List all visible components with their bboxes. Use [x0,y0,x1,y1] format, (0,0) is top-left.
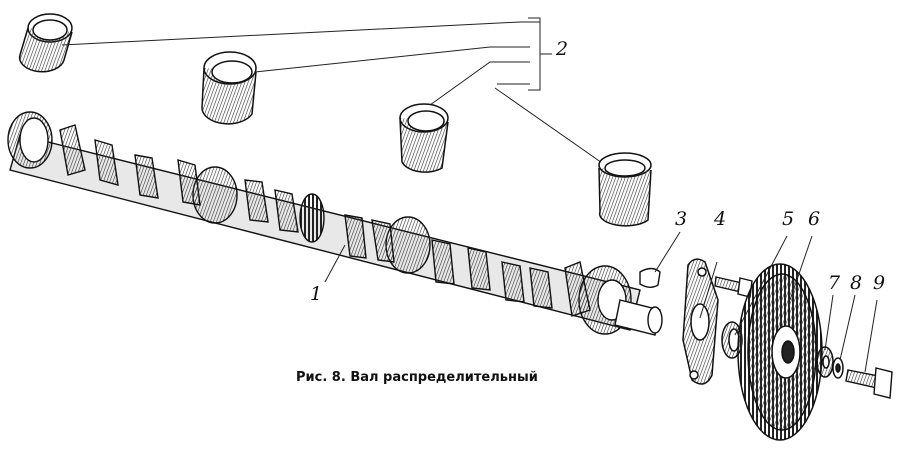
washer-8 [832,357,844,379]
callout-3: 3 [675,208,688,230]
callout-4: 4 [714,208,727,230]
flange-bolt [714,276,753,298]
key [639,267,661,288]
bushing-2 [201,51,257,125]
callout-7: 7 [828,272,841,294]
figure-caption: Рис. 8. Вал распределительный [296,370,538,385]
bushing-1 [18,13,73,73]
callout-leaders [324,231,878,373]
callout-8: 8 [850,272,863,294]
gear-bolt [845,367,893,399]
callout-6: 6 [808,208,821,230]
camshaft [7,111,663,336]
callout-5: 5 [782,208,795,230]
callout-2: 2 [556,38,569,60]
camshaft-gear [737,263,823,441]
bushing-leader-lines [61,17,606,166]
callout-9: 9 [873,272,886,294]
bushing-4 [598,152,652,227]
washer-7 [816,346,834,378]
thrust-flange [682,258,719,385]
bushing-3 [399,103,449,173]
callout-1: 1 [310,283,323,305]
